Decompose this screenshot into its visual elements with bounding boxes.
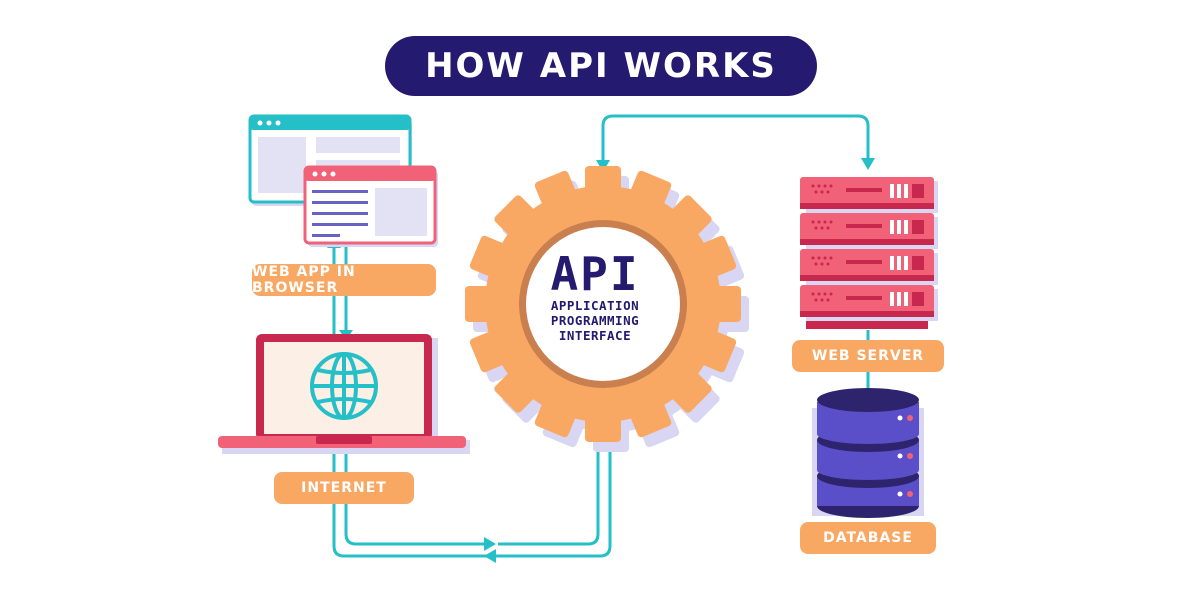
api-center-text: API APPLICATION PROGRAMMING INTERFACE [520,250,670,343]
database-icon [812,388,924,518]
label-internet: INTERNET [274,472,414,504]
connector-gear-loop-outer [492,436,612,558]
api-gear [465,166,749,452]
server-unit [800,213,938,249]
connector-laptop-loop-outer [332,450,488,558]
api-line-programming: PROGRAMMING [550,313,640,328]
arrow-right-loop-icon [484,537,496,551]
connector-laptop-loop-inner [344,450,484,546]
arrow-down-server-icon [861,158,875,170]
server-unit [800,285,938,321]
laptop-icon [218,334,470,454]
connector-gear-to-server [601,114,870,162]
label-web-server: WEB SERVER [792,340,944,372]
diagram-title: HOW API WORKS [385,36,817,96]
arrow-left-loop-icon [484,549,496,563]
connector-gear-loop-inner [498,436,600,546]
server-unit [800,249,938,285]
server-base [806,321,928,329]
web-server-icon [800,177,938,329]
browser-window-front [303,165,438,247]
label-database: DATABASE [800,522,936,554]
api-abbreviation: API [550,247,640,301]
server-unit [800,177,938,213]
globe-icon [310,352,378,420]
api-line-application: APPLICATION [550,298,640,313]
label-web-app-in-browser: WEB APP IN BROWSER [252,264,436,296]
api-line-interface: INTERFACE [558,328,632,343]
